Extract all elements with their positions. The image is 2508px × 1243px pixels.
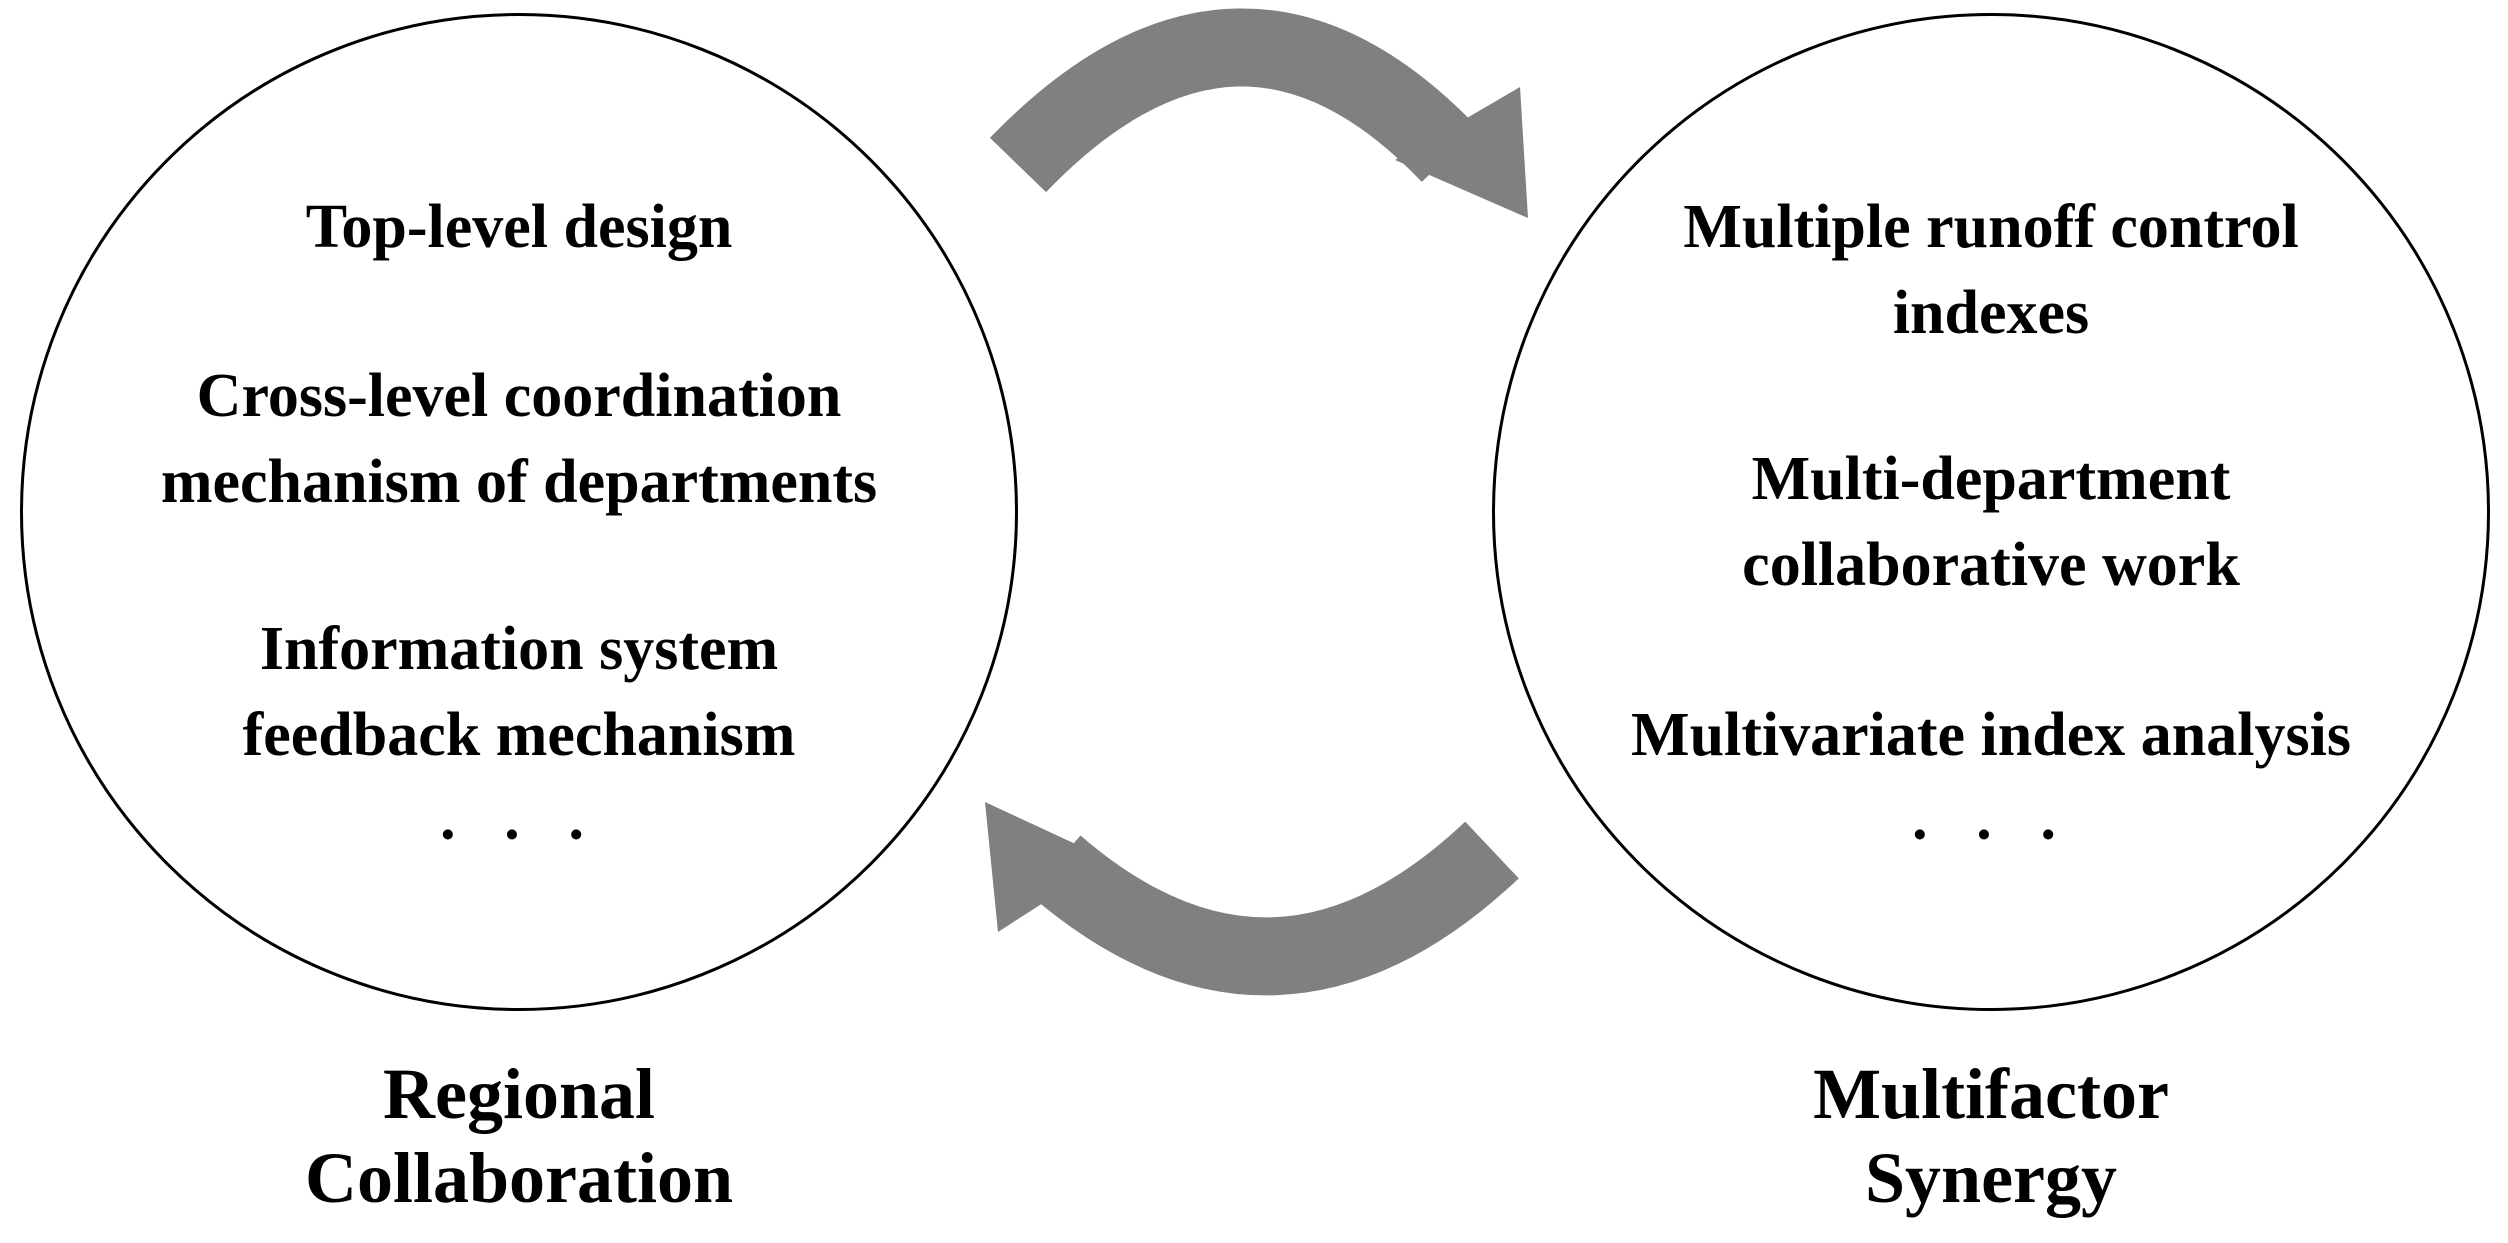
- item-cross-level-line2: mechanism of departments: [160, 448, 878, 516]
- curved-arrow-left-icon: [985, 802, 1519, 996]
- multifactor-synergy-label: Multifactor Synergy: [1611, 1052, 2371, 1220]
- item-multi-department-line2: collaborative work: [1742, 531, 2240, 599]
- multifactor-synergy-circle: Multiple runoff control indexes Multi-de…: [1492, 13, 2490, 1011]
- item-top-level-design: Top-level design: [305, 193, 733, 261]
- item-runoff-line2: indexes: [1892, 279, 2090, 347]
- ellipsis: · · ·: [1909, 801, 2073, 869]
- regional-collaboration-label: Regional Collaboration: [139, 1052, 899, 1220]
- item-info-system-line2: feedback mechanism: [242, 701, 796, 769]
- ellipsis: · · ·: [437, 801, 601, 869]
- item-cross-level-line1: Cross-level coordination: [196, 362, 842, 430]
- item-multivariate-analysis: Multivariate index analysis: [1631, 701, 2351, 769]
- item-runoff-line1: Multiple runoff control: [1683, 193, 2299, 261]
- label-line2: Collaboration: [304, 1138, 734, 1218]
- label-line1: Regional: [382, 1054, 655, 1134]
- item-info-system-line1: Information system: [259, 615, 779, 683]
- label-line1: Multifactor: [1813, 1054, 2169, 1134]
- regional-collaboration-circle: Top-level design Cross-level coordinatio…: [20, 13, 1018, 1011]
- label-line2: Synergy: [1865, 1138, 2117, 1218]
- item-multi-department-line1: Multi-department: [1751, 445, 2231, 513]
- curved-arrow-right-icon: [989, 8, 1528, 218]
